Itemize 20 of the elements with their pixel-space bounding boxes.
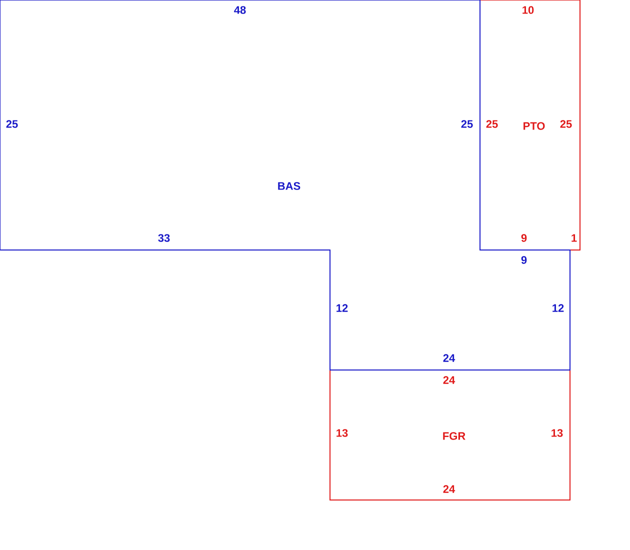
dimension-label: 1 [572,234,577,242]
dimension-label: 25 [560,120,572,128]
room-name: PTO [524,122,545,130]
dimension-label: 33 [158,234,170,242]
dimension-label: 24 [443,354,456,362]
dimension-label: 24 [443,376,456,384]
dimension-label: 25 [486,120,498,128]
dimension-label: 24 [443,485,456,493]
dimension-label: 25 [6,120,18,128]
dimension-label: 13 [336,429,348,437]
room-name: BAS [278,182,300,190]
dimension-label: 10 [522,6,534,14]
dimension-label: 13 [552,429,563,437]
dimension-label: 9 [521,234,527,242]
dimension-label: 12 [336,304,348,312]
dimension-label: 25 [461,120,473,128]
dimension-label: 48 [234,6,246,14]
dimension-label: 9 [521,256,527,264]
room-name: FGR [443,432,466,440]
dimension-label: 12 [552,304,564,312]
